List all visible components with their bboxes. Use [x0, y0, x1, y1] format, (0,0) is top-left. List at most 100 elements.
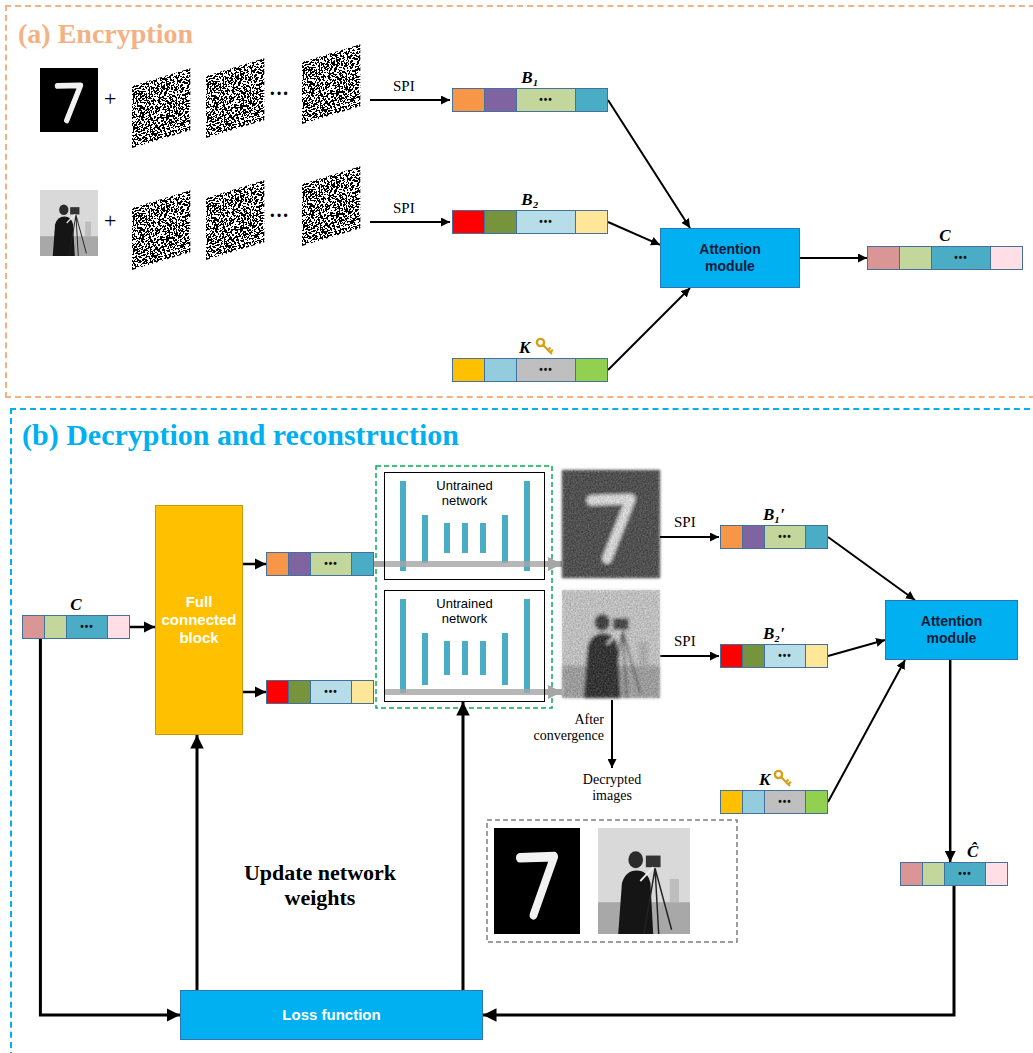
vector-cell [806, 645, 827, 667]
ellipsis-dots: ••• [539, 365, 553, 375]
decrypted-digit-image [494, 828, 580, 934]
vector-cell [721, 791, 743, 813]
key-icon [775, 771, 791, 786]
connector [608, 288, 690, 370]
connector [608, 100, 690, 228]
panel-title: (b) Decryption and reconstruction [22, 418, 459, 453]
network-output-arrows [545, 564, 562, 692]
box-label: Loss function [282, 1006, 380, 1024]
vector-bar: ••• [266, 680, 374, 704]
vector-cell [868, 247, 900, 269]
ellipsis-dots: ••• [778, 651, 792, 661]
vector-cell [721, 526, 743, 548]
plus-sign: + [104, 208, 116, 233]
vector-cell [986, 863, 1007, 885]
ellipsis-dots: ••• [324, 559, 338, 569]
key-icon [544, 346, 553, 355]
vector-cell: ••• [517, 211, 576, 233]
vector-cell [108, 616, 129, 638]
box-label: Full connected block [160, 593, 238, 647]
gray-arrow [545, 561, 562, 567]
network-layer [462, 641, 468, 675]
vector-cell [45, 616, 67, 638]
vector-cell [267, 553, 289, 575]
ellipsis-dots: ••• [778, 797, 792, 807]
ellipsis-dots: ••• [778, 532, 792, 542]
random-patterns [132, 190, 190, 270]
fc-block: Full connected block [155, 505, 243, 735]
noise-overlay [562, 590, 660, 698]
random-patterns [302, 44, 360, 124]
vector-cell [352, 553, 373, 575]
ellipsis-dots: ••• [954, 253, 968, 263]
random-patterns [302, 166, 360, 246]
vector-cell [743, 526, 765, 548]
connector [828, 640, 885, 656]
vector-cell [289, 681, 311, 703]
vector-label: B₁ [521, 68, 538, 88]
spi-label: SPI [674, 514, 696, 531]
connector [800, 257, 867, 259]
vector-cell: ••• [765, 791, 806, 813]
gray-arrow [385, 561, 544, 567]
network-label: Untrained network [423, 596, 507, 626]
vector-bar: •••B₁ [452, 88, 608, 112]
connector [243, 691, 266, 694]
plus-sign: + [104, 86, 116, 111]
panel-title: (a) Encryption [18, 18, 193, 50]
vector-label: B₁′ [763, 505, 785, 525]
ellipsis: ··· [269, 204, 289, 227]
random-patterns [132, 44, 360, 270]
vector-cell [806, 791, 827, 813]
convergence-arrow [611, 700, 613, 768]
vector-label: C [939, 226, 950, 246]
spi-label: SPI [674, 633, 696, 650]
random-patterns [206, 58, 264, 138]
ellipsis-dots: ••• [324, 687, 338, 697]
noise-pattern [302, 44, 360, 124]
vector-cell [991, 247, 1022, 269]
key-icon [782, 778, 791, 787]
network-layer [524, 599, 530, 693]
random-patterns [206, 180, 264, 260]
plain-images [40, 68, 98, 256]
connector [828, 537, 915, 600]
attention-box: Attention module [660, 228, 800, 288]
attention-box: Attention module [885, 600, 1018, 660]
noise-pattern [132, 190, 190, 270]
vector-label: Ĉ [967, 842, 978, 862]
vector-cell: ••• [765, 645, 806, 667]
network-layer [502, 633, 508, 685]
box-label: Attention module [906, 613, 998, 647]
cipher-vector: •••Ĉ [900, 862, 1008, 886]
vector-cell [901, 863, 923, 885]
vector-cell: ••• [765, 526, 806, 548]
note-label: Update network weights [225, 860, 415, 911]
vector-cell: ••• [67, 616, 108, 638]
vector-cell [485, 89, 517, 111]
connector [196, 735, 199, 990]
decrypted-frame [487, 820, 737, 942]
vector-cell: ••• [517, 359, 576, 381]
vector-cell [453, 359, 485, 381]
spi-arrow [660, 536, 719, 538]
ellipsis-dots: ••• [539, 95, 553, 105]
vector-label: B₂ [521, 190, 538, 210]
connector [462, 702, 465, 990]
noise-pattern [206, 58, 264, 138]
gray-arrow [545, 689, 562, 695]
network-layer [524, 481, 530, 571]
key-vector: •••K [452, 358, 608, 382]
network-layer [480, 523, 486, 553]
connector [949, 660, 952, 862]
note-label: Decrypted images [572, 772, 652, 804]
vector-cell [576, 211, 607, 233]
connector [828, 660, 905, 802]
network-layer [400, 481, 406, 571]
digit-image [40, 68, 98, 132]
vector-label: K [519, 338, 530, 358]
ellipsis-dots: ••• [539, 217, 553, 227]
cipher-vector: •••C [22, 615, 130, 639]
